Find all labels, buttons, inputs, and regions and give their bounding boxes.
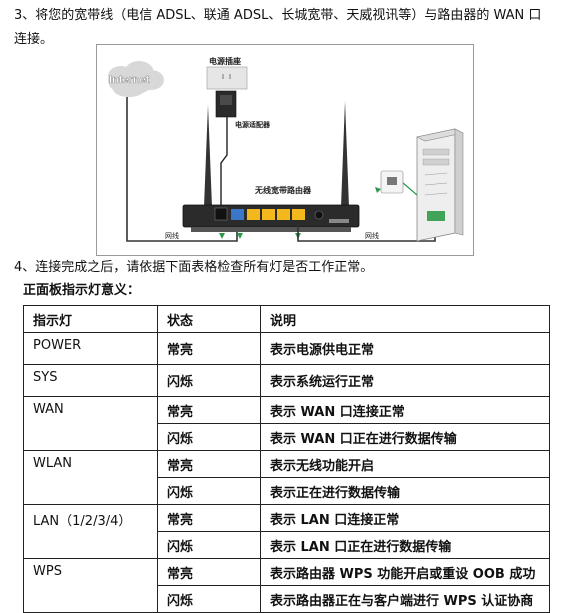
antenna-right-icon (341, 101, 349, 207)
antenna-left-icon (204, 105, 212, 207)
indicator-cell: POWER (23, 332, 158, 365)
state-cell: 闪烁 (157, 477, 261, 505)
description-cell: 表示 WAN 口正在进行数据传输 (260, 423, 550, 451)
internet-cloud-icon (108, 61, 164, 97)
description-cell: 表示路由器正在与客户端进行 WPS 认证协商 (260, 585, 550, 613)
indicator-cell: LAN（1/2/3/4） (23, 504, 158, 559)
router-base (191, 227, 351, 232)
lan-port-3-icon (277, 209, 290, 220)
step-3-instruction: 3、将您的宽带线（电信 ADSL、联通 ADSL、长城宽带、天威视讯等）与路由器… (14, 8, 542, 47)
step-4-instruction: 4、连接完成之后，请依据下面表格检查所有灯是否工作正常。 (14, 260, 374, 275)
table-title: 正面板指示灯意义： (23, 283, 141, 298)
router-model-plate (329, 219, 349, 223)
header-state: 状态 (157, 305, 261, 333)
indicator-cell: WLAN (23, 450, 158, 505)
wan-port-icon (231, 209, 244, 220)
table-row-power: POWER 常亮 表示电源供电正常 (23, 332, 550, 365)
state-cell: 闪烁 (157, 364, 261, 397)
indicator-cell: WPS (23, 558, 158, 613)
table-row-lan: LAN（1/2/3/4） 常亮 表示 LAN 口连接正常 (23, 504, 550, 559)
description-cell: 表示 LAN 口正在进行数据传输 (260, 531, 550, 559)
connection-diagram: Internet 网线 电源插座 电源适配器 无线宽带路由器 (96, 44, 474, 256)
indicator-cell: SYS (23, 364, 158, 397)
lan-port-1-icon (247, 209, 260, 220)
internet-label: Internet (109, 74, 150, 86)
table-header-row: 指示灯 状态 说明 (23, 305, 550, 333)
table-row-wan: WAN 常亮 表示 WAN 口连接正常 (23, 396, 550, 451)
arrow-power-icon (219, 233, 225, 239)
description-cell: 表示 LAN 口连接正常 (260, 504, 550, 532)
description-cell: 表示 WAN 口连接正常 (260, 396, 550, 424)
description-cell: 表示系统运行正常 (260, 364, 550, 397)
state-cell: 闪烁 (157, 585, 261, 613)
power-socket-icon (206, 66, 248, 90)
indicator-table: 指示灯 状态 说明 POWER 常亮 表示电源供电正常 SYS 闪烁 表示系统运… (23, 305, 550, 613)
header-indicator: 指示灯 (23, 305, 158, 333)
state-cell: 闪烁 (157, 531, 261, 559)
table-row-wlan: WLAN 常亮 表示无线功能开启 (23, 450, 550, 505)
power-adapter-label: 电源适配器 (235, 120, 271, 129)
network-card-callout-icon (375, 170, 418, 196)
table-row-sys: SYS 闪烁 表示系统运行正常 (23, 364, 550, 397)
computer-tower-icon (416, 128, 464, 242)
power-cable (220, 117, 228, 215)
indicator-cell: WAN (23, 396, 158, 451)
state-cell: 常亮 (157, 332, 261, 365)
state-cell: 常亮 (157, 504, 261, 532)
table-row-wan-blink: 闪烁 表示 WAN 口正在进行数据传输 (24, 423, 550, 451)
state-cell: 常亮 (157, 558, 261, 586)
arrow-wan-icon (237, 233, 243, 239)
connection-diagram-svg: Internet 网线 电源插座 电源适配器 无线宽带路由器 (108, 56, 464, 242)
power-port-icon (214, 207, 228, 221)
lan-port-4-icon (292, 209, 305, 220)
reset-button-icon (314, 210, 324, 220)
description-cell: 表示路由器 WPS 功能开启或重设 OOB 成功 (260, 558, 550, 586)
description-cell: 表示正在进行数据传输 (260, 477, 550, 505)
header-description: 说明 (260, 305, 550, 333)
state-cell: 常亮 (157, 450, 261, 478)
description-cell: 表示无线功能开启 (260, 450, 550, 478)
table-row-wps: WPS 常亮 表示路由器 WPS 功能开启或重设 OOB 成功 (23, 558, 550, 613)
state-cell: 闪烁 (157, 423, 261, 451)
state-cell: 常亮 (157, 396, 261, 424)
cable-left-label: 网线 (165, 231, 179, 240)
description-cell: 表示电源供电正常 (260, 332, 550, 365)
cable-right-label: 网线 (365, 231, 379, 240)
table-row-lan-blink: 闪烁 表示 LAN 口正在进行数据传输 (24, 531, 550, 559)
lan-port-2-icon (262, 209, 275, 220)
power-socket-label: 电源插座 (209, 56, 241, 66)
table-row-wps-blink: 闪烁 表示路由器正在与客户端进行 WPS 认证协商 (24, 585, 550, 613)
router-label: 无线宽带路由器 (254, 185, 312, 195)
